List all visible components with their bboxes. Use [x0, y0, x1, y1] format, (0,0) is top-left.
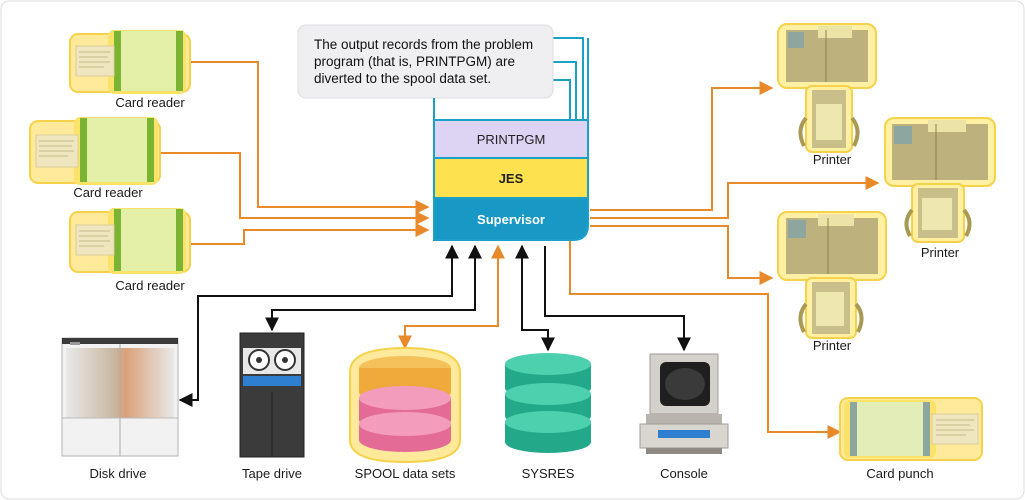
- arrow-printer-3: [590, 225, 774, 285]
- printer-3-label: Printer: [813, 338, 852, 353]
- supervisor-label: Supervisor: [477, 212, 545, 227]
- note-line-1: The output records from the problem: [314, 37, 533, 52]
- teal-line-1: [540, 37, 584, 120]
- arrow-printer-2: [590, 176, 880, 219]
- printer-1-label: Printer: [813, 152, 852, 167]
- tape-drive: [239, 332, 305, 458]
- arrow-card-reader-1: [188, 61, 430, 214]
- printer-2: [884, 117, 996, 243]
- note-box: [297, 24, 554, 99]
- arrow-sysres: [515, 244, 555, 352]
- note-line-3: diverted to the spool data set.: [314, 71, 491, 86]
- printer-3: [777, 211, 887, 339]
- card-reader-3: [69, 208, 191, 274]
- card-reader-1-label: Card reader: [115, 95, 185, 110]
- console-label: Console: [660, 466, 708, 481]
- arrow-printer-1: [590, 81, 774, 211]
- card-reader-1: [69, 30, 191, 94]
- arrow-card-punch: [569, 240, 842, 439]
- spool-label: SPOOL data sets: [355, 466, 456, 481]
- spool-data-sets: [349, 346, 461, 464]
- card-punch-label: Card punch: [866, 466, 933, 481]
- program-stack: PRINTPGM JES Supervisor: [433, 38, 589, 241]
- jes-region: [433, 157, 589, 199]
- console: [639, 353, 729, 454]
- arrow-spool: [398, 244, 505, 350]
- arrow-card-reader-2: [158, 152, 430, 225]
- card-reader-2: [29, 117, 161, 185]
- printer-1: [777, 23, 877, 153]
- sysres: [505, 353, 591, 453]
- printer-2-label: Printer: [921, 245, 960, 260]
- disk-drive-label: Disk drive: [89, 466, 146, 481]
- jes-label: JES: [499, 171, 524, 186]
- tape-drive-label: Tape drive: [242, 466, 302, 481]
- note-callout: The output records from the problem prog…: [297, 24, 554, 99]
- note-line-2: program (that is, PRINTPGM) are: [314, 54, 515, 69]
- arrow-console: [544, 246, 691, 352]
- supervisor-region: [433, 197, 589, 241]
- card-punch: [839, 397, 983, 461]
- card-reader-2-label: Card reader: [73, 185, 143, 200]
- arrow-card-reader-3: [188, 223, 430, 245]
- disk-drive: [61, 337, 179, 457]
- printpgm-label: PRINTPGM: [477, 132, 546, 147]
- sysres-label: SYSRES: [522, 466, 575, 481]
- card-reader-3-label: Card reader: [115, 278, 185, 293]
